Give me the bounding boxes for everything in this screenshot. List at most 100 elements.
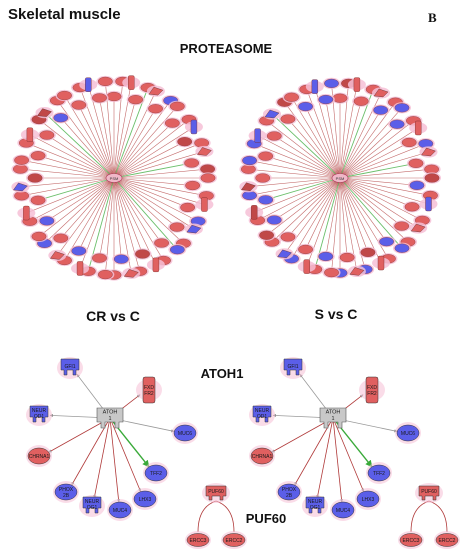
gene-node [144,464,168,482]
network-node [200,164,215,174]
network-edge [305,177,341,250]
gene-node [29,405,49,423]
network-node [280,232,296,242]
node-label: MUC4 [336,508,350,514]
network-edge [113,142,202,179]
gene-node [331,501,355,519]
node-label: PHOX [59,487,74,493]
gene-node [399,533,423,547]
network-node [31,231,47,242]
network-node [169,245,185,255]
network-node [421,147,436,157]
network-edge [113,177,184,244]
network-node [23,205,30,221]
gene-node [396,424,420,442]
network-node [97,269,113,280]
network-edge [113,126,195,179]
comparison-label-s-vs-c: S vs C [315,306,358,322]
hub-node [418,485,440,501]
network-edge [71,417,111,486]
network-node [373,88,389,98]
network-edge [410,500,430,533]
network-node [201,197,208,212]
network-edge [44,112,115,179]
gene-node [222,533,246,547]
network-edge [37,177,115,201]
network-node [177,137,193,147]
network-edge [113,99,136,179]
network-edge [332,417,365,492]
network-edge [113,122,173,179]
node-label: FR2 [144,391,154,397]
network-node [258,195,274,205]
network-node [190,119,198,135]
network-edge [78,104,115,179]
network-edge [57,177,115,256]
network-node [410,223,426,233]
network-node [424,173,440,183]
gene-node [54,483,78,501]
network-node [240,164,256,174]
network-edge [287,177,341,238]
network-node [259,230,274,240]
network-edge [26,177,115,214]
network-edge [113,177,178,250]
node-label: TFF2 [150,471,162,477]
network-node [241,182,256,191]
network-node [298,101,313,112]
network-edge [109,417,121,503]
network-edge [248,177,341,188]
network-edge [265,177,341,201]
network-edge [325,177,341,257]
node-label: OD1 [257,414,268,420]
atoh1-title: ATOH1 [201,366,244,381]
network-node [49,251,65,260]
network-edge [325,99,341,179]
network-node [379,237,394,247]
network-node [389,119,405,129]
network-edge [339,177,409,243]
network-edge [46,134,115,179]
network-node [13,182,28,192]
network-edge [287,118,341,179]
network-edge [339,107,403,179]
node-label: GFI1 [64,364,75,370]
network-edge [332,417,344,503]
network-node [353,77,361,92]
network-edge [78,177,115,252]
network-node [425,196,432,212]
network-node [71,246,87,256]
network-node [14,191,30,201]
gene-node [435,533,459,547]
network-edge [271,417,334,453]
network-node [85,77,92,92]
network-node [258,151,274,161]
network-node [401,137,417,148]
network-node [424,164,440,174]
network-edge [113,177,162,244]
network-edge [113,151,205,179]
atoh1-network-right: GFI1FXDFR2NEUROD1MUC6CHRNA1TFF2PHOX2BNEU… [249,357,421,521]
network-node [197,147,212,156]
network-edge [26,142,115,179]
network-edge [93,417,111,499]
network-edge [113,168,208,179]
network-node [128,95,144,105]
network-node [53,233,69,243]
network-edge [197,500,217,533]
network-edge [21,177,115,197]
gene-node [365,376,379,404]
network-node [184,158,200,168]
node-label: LHX3 [362,497,375,503]
network-edge [215,500,235,533]
network-node [394,221,410,231]
network-edge [113,177,199,222]
network-node [148,86,164,96]
network-node [113,254,129,264]
network-edge [339,143,426,179]
network-edge [339,162,417,179]
network-edge [339,177,387,242]
network-edge [294,417,334,486]
network-node [14,155,30,165]
network-edge [113,162,192,179]
